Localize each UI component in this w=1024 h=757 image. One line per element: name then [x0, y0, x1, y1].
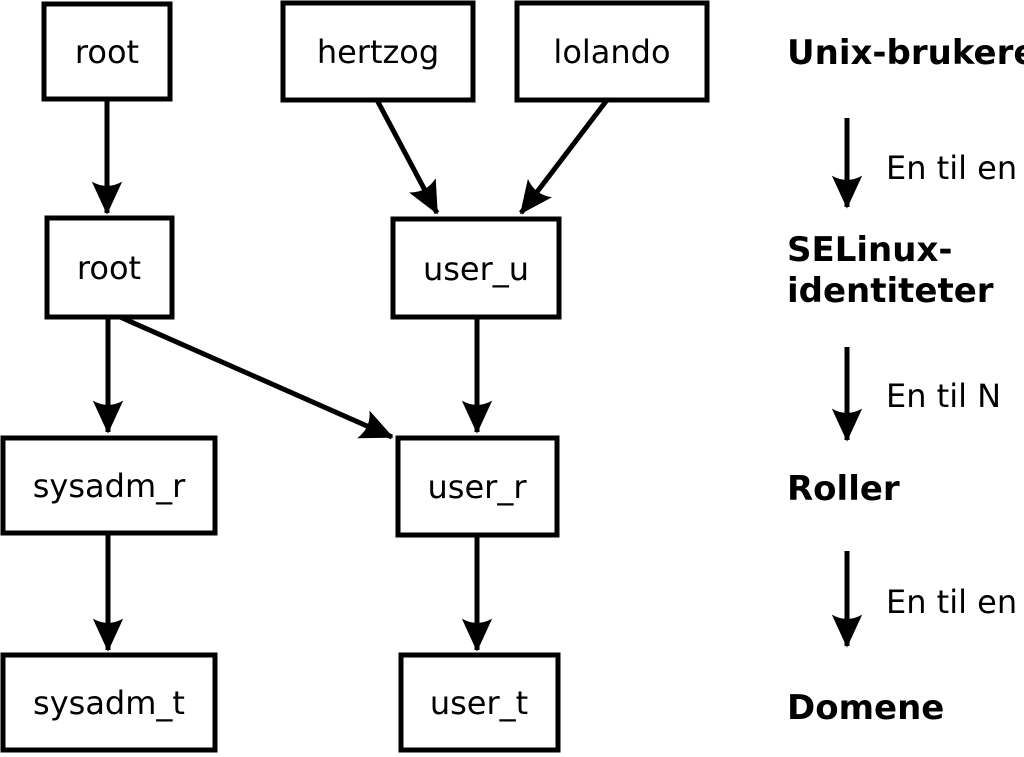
arrow-hertzog-to-user-u	[374, 98, 440, 215]
node-selinux-root-box	[44, 215, 175, 320]
arrow-lolando-to-user-u	[519, 98, 609, 215]
node-lolando-label: lolando	[553, 33, 670, 71]
node-lolando: lolando	[514, 0, 710, 103]
legend-arrow2-label: En til N	[886, 377, 1001, 415]
arrow-selinux-root-to-user-r	[118, 314, 394, 440]
node-hertzog: hertzog	[280, 0, 476, 103]
node-user-u: user_u	[390, 216, 562, 320]
node-user-t-box	[398, 652, 561, 753]
node-user-t: user_t	[398, 652, 561, 753]
node-user-r-label: user_r	[428, 468, 528, 506]
node-user-r: user_r	[395, 435, 560, 538]
node-user-r-box	[395, 435, 560, 538]
legend-level-unix-users: Unix-brukere	[787, 33, 1024, 73]
node-sysadm-t: sysadm_t	[0, 652, 218, 753]
legend-level-domains: Domene	[787, 688, 944, 728]
legend-level-selinux-identities-line1: SELinux-	[787, 230, 952, 270]
node-unix-root: root	[41, 1, 173, 102]
node-sysadm-t-box	[0, 652, 218, 753]
node-sysadm-r-label: sysadm_r	[33, 467, 186, 505]
node-sysadm-r-box	[0, 435, 218, 536]
legend-level-selinux-identities-line2: identiteter	[787, 271, 994, 311]
legend-arrow1-label: En til en	[886, 149, 1017, 187]
node-selinux-root: root	[44, 215, 175, 320]
node-user-t-label: user_t	[430, 684, 528, 722]
node-hertzog-box	[280, 0, 476, 103]
node-user-u-label: user_u	[423, 250, 529, 288]
node-unix-root-box	[41, 1, 173, 102]
node-unix-root-label: root	[75, 33, 139, 71]
node-user-u-box	[390, 216, 562, 320]
node-sysadm-t-label: sysadm_t	[33, 684, 185, 722]
node-lolando-box	[514, 0, 710, 103]
node-hertzog-label: hertzog	[317, 33, 439, 71]
node-selinux-root-label: root	[77, 249, 141, 287]
node-sysadm-r: sysadm_r	[0, 435, 218, 536]
legend-arrow3-label: En til en	[886, 583, 1017, 621]
legend-level-roles: Roller	[787, 469, 900, 509]
